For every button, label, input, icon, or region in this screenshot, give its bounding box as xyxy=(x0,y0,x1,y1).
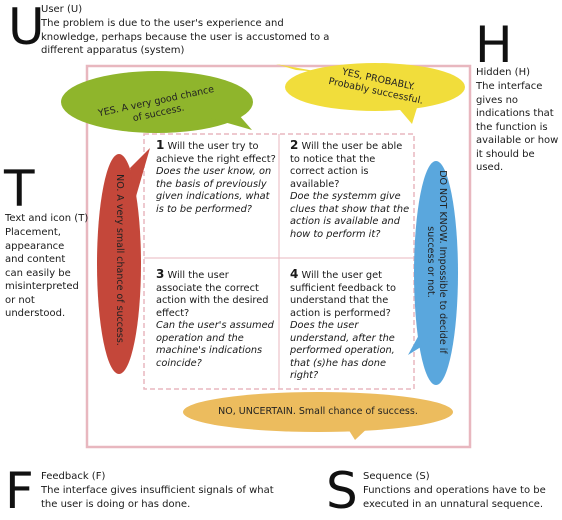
bubble-orange-shape xyxy=(183,392,453,440)
question-3-number: 3 xyxy=(156,267,165,281)
bubble-red-shape xyxy=(97,148,150,374)
question-1: 1 Will the user try to achieve the right… xyxy=(156,139,276,216)
question-4-detail: Does the user understand, after the perf… xyxy=(290,320,395,381)
question-1-number: 1 xyxy=(156,138,165,152)
question-4: 4 Will the user get sufficient feedback … xyxy=(290,268,412,383)
text-icon-description: Placement, appearance and content can ea… xyxy=(5,227,79,319)
bubble-green-shape xyxy=(61,71,253,133)
feedback-heading: Feedback (F) xyxy=(41,471,106,482)
bubble-orange-text: NO, UNCERTAIN. Small chance of success. xyxy=(218,406,418,417)
bubble-blue-text: DO NOT KNOW. Impossible to decide if suc… xyxy=(425,170,448,354)
hidden-description: The interface gives no indications that … xyxy=(476,81,559,173)
text-icon-heading: Text and icon (T) xyxy=(5,213,89,224)
hidden-heading: Hidden (H) xyxy=(476,67,530,78)
question-1-text: Will the user try to achieve the right e… xyxy=(156,141,276,165)
feedback-letter: F xyxy=(5,462,34,520)
question-3: 3 Will the user associate the correct ac… xyxy=(156,268,276,370)
hidden-letter: H xyxy=(475,16,513,74)
text-icon-letter: T xyxy=(4,160,35,218)
question-2: 2 Will the user be able to notice that t… xyxy=(290,139,412,241)
question-2-number: 2 xyxy=(290,138,299,152)
question-1-detail: Does the user know, on the basis of prev… xyxy=(156,166,272,215)
question-4-number: 4 xyxy=(290,267,299,281)
question-3-text: Will the user associate the correct acti… xyxy=(156,270,269,319)
outer-frame xyxy=(85,64,472,449)
sequence-letter: S xyxy=(326,462,358,520)
question-2-detail: Doe the systemm give clues that show tha… xyxy=(290,191,410,240)
question-2-text: Will the user be able to notice that the… xyxy=(290,141,403,190)
sequence-heading: Sequence (S) xyxy=(363,471,430,482)
feedback-description: The interface gives insufficient signals… xyxy=(41,485,274,510)
user-letter: U xyxy=(8,0,45,56)
user-heading: User (U) xyxy=(41,4,83,15)
question-4-text: Will the user get sufficient feedback to… xyxy=(290,270,397,319)
bubble-yellow-shape xyxy=(276,63,465,124)
sequence-description: Functions and operations have to be exec… xyxy=(363,485,546,510)
bubble-blue-shape xyxy=(408,161,458,385)
bubble-red-text: NO. A very small chance of success. xyxy=(114,174,125,346)
user-description: The problem is due to the user's experie… xyxy=(41,18,330,56)
question-3-detail: Can the user's assumed operation and the… xyxy=(156,320,274,369)
